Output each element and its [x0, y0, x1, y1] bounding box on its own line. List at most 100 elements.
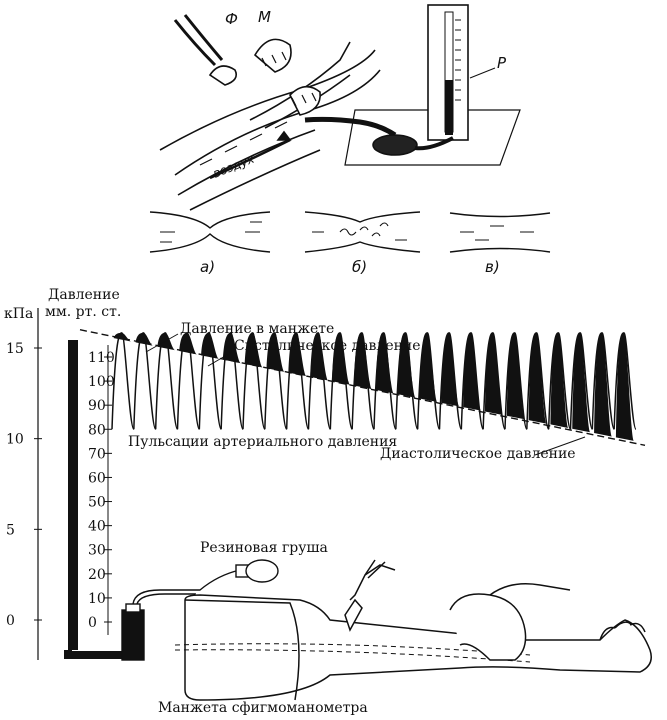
vessel-state-c: [449, 212, 551, 253]
bulb-reservoir-cap: [125, 603, 141, 613]
pulse-wave: [242, 332, 266, 431]
pulse-wave-filled: [113, 332, 132, 342]
vessel-states: [149, 211, 551, 253]
pulse-wave-filled: [222, 332, 241, 364]
pulse-wave-filled: [572, 332, 591, 433]
mercury-bottom-tube: [64, 650, 130, 659]
pulse-wave-filled: [615, 332, 634, 441]
pulse-wave-filled: [594, 332, 612, 437]
arm-illustration: [174, 559, 652, 701]
cuff-arrows: [261, 51, 287, 67]
pulse-wave-filled: [484, 332, 503, 415]
top-figure: [159, 4, 521, 211]
mmhg-tick-label: 30: [88, 543, 106, 559]
pulse-wave-filled: [135, 332, 154, 346]
pulse-wave: [133, 332, 157, 431]
pulse-wave-filled: [244, 332, 263, 368]
sub-label-c: в): [485, 258, 500, 276]
mmhg-tick-label: 100: [88, 374, 115, 390]
air-hose: [304, 116, 397, 138]
pulse-wave: [176, 332, 201, 431]
mmhg-title-line1: Давление: [48, 287, 120, 303]
label-p: Р: [497, 54, 507, 72]
kpa-tick-label: 15: [6, 341, 24, 357]
label-f: Ф: [225, 10, 238, 28]
pulse-wave-filled: [201, 332, 219, 359]
label-air: воздух: [211, 151, 257, 181]
flow-dashes: [199, 121, 288, 166]
stethoscope-tube-2: [364, 559, 386, 579]
cuff-pressure-label: Давление в манжете: [180, 321, 334, 337]
mmhg-tick-label: 40: [88, 519, 106, 535]
bulb-assembly: [121, 559, 279, 661]
pulse-wave: [504, 332, 528, 431]
phonendoscope-tube-2: [183, 14, 224, 61]
artery-dashed-2: [174, 649, 531, 663]
mercury-column: [445, 80, 453, 135]
pulse-wave-filled: [528, 332, 547, 424]
mmhg-tick-label: 90: [88, 398, 106, 414]
pulse-wave: [111, 332, 135, 431]
pulse-wave: [198, 332, 222, 431]
cuff-pressure-line: [79, 329, 646, 447]
pulse-trace: [111, 332, 637, 441]
pulse-wave: [154, 332, 179, 431]
mmhg-tick-label: 110: [88, 350, 115, 366]
label-m: М: [258, 8, 271, 26]
cuff-edge: [184, 599, 300, 701]
pulse-wave: [547, 332, 572, 431]
pulse-wave-filled: [550, 332, 569, 428]
phonendoscope-head: [208, 65, 238, 86]
vessel-state-b: [304, 211, 421, 253]
cuff-lower-arrows: [291, 92, 317, 107]
phonendoscope-tube: [173, 19, 217, 67]
pulse-wave-filled: [375, 332, 394, 394]
mmhg-tick-label: 60: [88, 470, 106, 486]
pump-bulb: [372, 134, 418, 156]
manometer-hose: [414, 136, 454, 151]
vessel-state-a: [149, 211, 271, 253]
systolic-pointer: [207, 351, 233, 367]
kpa-tick-label: 10: [6, 432, 24, 448]
pulse-wave-filled: [397, 332, 416, 398]
pulse-wave: [591, 332, 615, 431]
cuff-pressure-pointer: [145, 333, 179, 353]
pulse-wave-filled: [288, 332, 307, 377]
pulse-wave-filled: [266, 332, 285, 372]
pulse-wave: [569, 332, 594, 431]
pulse-wave-filled: [419, 332, 438, 403]
kpa-tick-label: 0: [6, 613, 15, 629]
pulse-wave-filled: [441, 332, 460, 407]
mmhg-tick-label: 50: [88, 495, 106, 511]
doctor-hand: [449, 593, 527, 661]
rubber-bulb: [245, 559, 279, 583]
bulb-reservoir: [121, 609, 145, 661]
pulse-wave-filled: [506, 332, 525, 420]
pulse-wave: [526, 332, 550, 431]
mmhg-tick-label: 10: [88, 591, 106, 607]
p-pointer: [469, 67, 496, 79]
pulse-wave-filled: [310, 332, 329, 381]
sub-label-b: б): [352, 258, 367, 276]
air-arrow-shaft: [209, 138, 291, 180]
systolic-label: Систолическое давление: [234, 338, 421, 354]
mmhg-title-line2: мм. рт. ст.: [45, 304, 121, 320]
mmhg-tick-label: 20: [88, 567, 106, 583]
stethoscope-head: [344, 598, 363, 632]
artery-lower-edge: [177, 129, 316, 196]
kpa-unit-label: кПа: [4, 306, 33, 322]
pulse-wave-filled: [332, 332, 350, 385]
diastolic-pointer: [534, 436, 586, 456]
pulsations-label: Пульсации артериального давления: [128, 434, 397, 450]
pulse-wave-filled: [157, 332, 176, 351]
doctor-wrist: [489, 583, 571, 596]
pulse-wave-filled: [463, 332, 481, 411]
patient-fingers: [599, 621, 646, 641]
pulse-wave: [220, 332, 244, 431]
cuff-label: Манжета сфигмоманометра: [158, 700, 368, 716]
stethoscope-tube: [349, 564, 396, 601]
pulse-wave: [482, 332, 506, 431]
mercury-bar: [68, 340, 78, 650]
